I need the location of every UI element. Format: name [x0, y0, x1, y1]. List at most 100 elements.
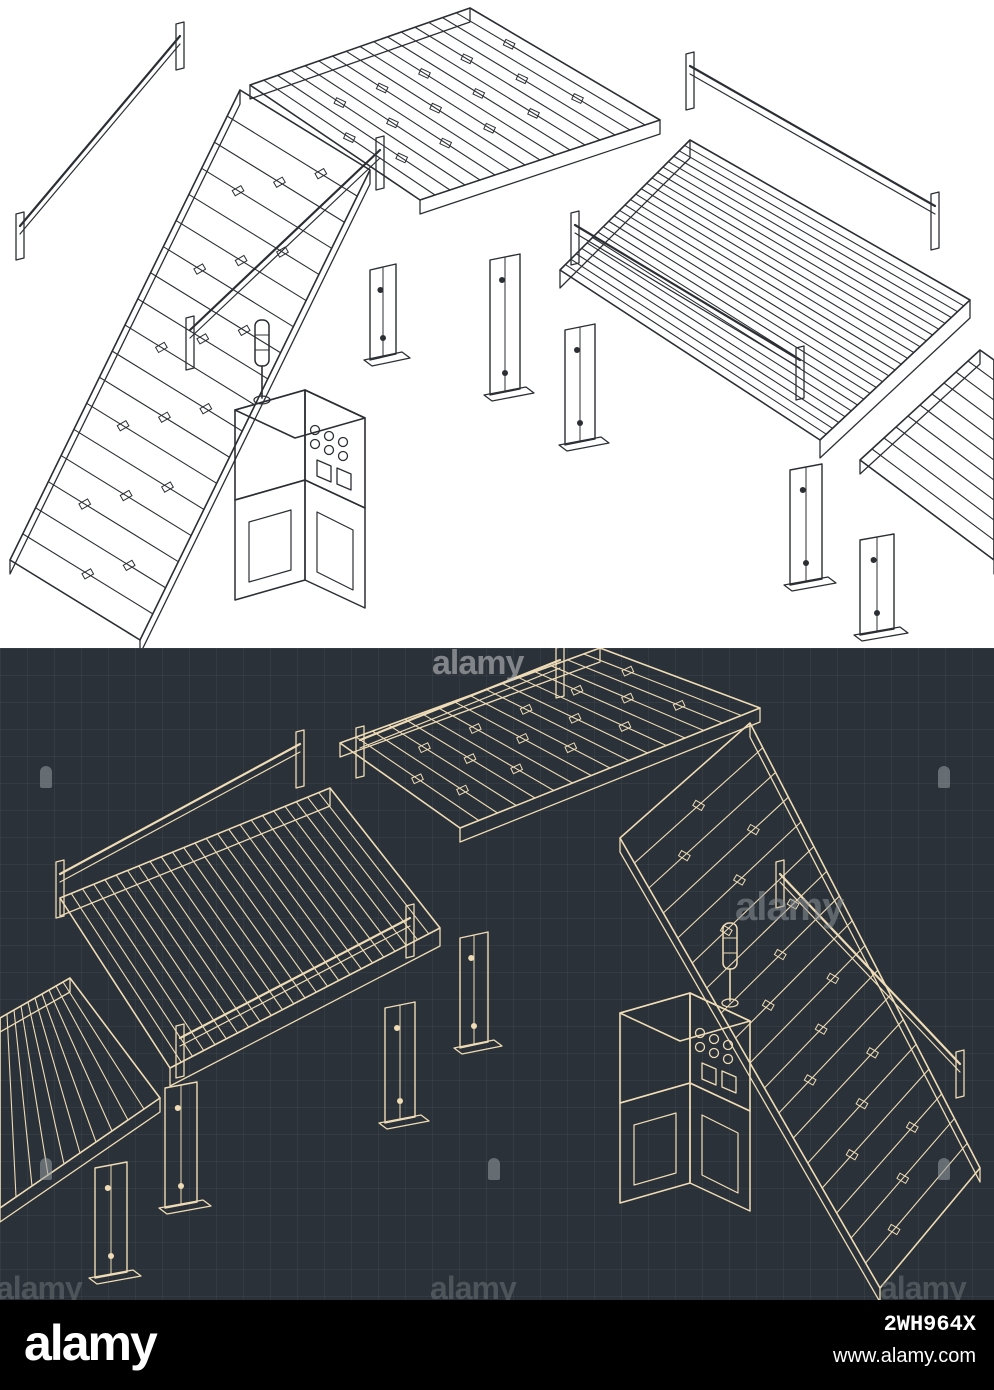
main-conveyor-slat [35, 507, 167, 589]
rear-conveyor-slat [404, 718, 536, 799]
main-conveyor-slat-tab [732, 874, 746, 886]
rear-conveyor-slat-tab [519, 703, 533, 715]
roller-conveyor [59, 787, 441, 1087]
guard-rail-post [185, 315, 195, 371]
main-conveyor-slat [162, 246, 294, 328]
main-conveyor-slat [763, 969, 879, 1089]
control-cabinet [619, 992, 751, 1212]
control-cabinet-base-opening [701, 1114, 739, 1194]
roller-conveyor-side-rail [169, 928, 441, 1087]
guard-rail [175, 903, 415, 1079]
control-cabinet-base-opening [316, 511, 354, 591]
guard-rail-post [175, 1023, 185, 1079]
side-conveyor-frame [0, 977, 161, 1209]
footer-url: www.alamy.com [833, 1345, 976, 1367]
roller-conveyor-slat [149, 860, 261, 1022]
guard-rail-post [175, 21, 185, 71]
support-leg-bolt [108, 1253, 114, 1259]
roller-conveyor-slat [273, 810, 385, 958]
support-leg [158, 1081, 212, 1215]
support-leg-bolt [803, 560, 809, 566]
main-conveyor-slat [850, 1118, 955, 1239]
main-conveyor-slat [735, 920, 853, 1039]
rear-conveyor-slat [359, 45, 541, 161]
rear-conveyor-slat [400, 31, 586, 146]
main-conveyor-slat-tab [786, 898, 800, 910]
support-leg-bolt [377, 287, 384, 293]
main-conveyor-slat-tab [845, 1148, 859, 1161]
guard-rail-post [405, 903, 415, 959]
rear-conveyor-slat-tab [564, 742, 578, 754]
side-conveyor-side-rail [0, 1098, 161, 1223]
rear-conveyor-slat-tab [375, 82, 389, 94]
side-conveyor-slat [20, 1005, 49, 1176]
support-leg [853, 533, 909, 642]
control-cabinet-base-front [619, 1082, 691, 1204]
support-leg-post [164, 1081, 198, 1209]
rear-conveyor-slat-tab [510, 763, 524, 775]
main-conveyor-slat [226, 115, 358, 197]
guard-rail-bar [178, 916, 412, 1040]
main-conveyor-slat [865, 1142, 968, 1264]
support-leg-bolt [394, 1025, 400, 1031]
support-leg-bolt [499, 277, 505, 283]
roller-conveyor-slat [624, 204, 896, 371]
side-conveyor [859, 349, 994, 575]
rear-conveyor-slat-tab [570, 684, 584, 696]
roller-conveyor-slat [667, 161, 946, 324]
side-conveyor-side-rail [0, 978, 71, 1033]
support-leg [378, 1001, 430, 1130]
guard-rail-bar [778, 872, 962, 1066]
main-conveyor-slat-tab [905, 1121, 919, 1133]
rear-conveyor-slat [455, 12, 646, 126]
main-conveyor-slat-tab [692, 799, 706, 812]
guard-rail-bar [779, 881, 961, 1073]
main-conveyor-slat [691, 846, 815, 964]
bottom-blueprint-panel [0, 648, 994, 1300]
support-leg [363, 263, 411, 367]
roller-conveyor-slat [640, 188, 915, 354]
roller-conveyor-slat [126, 869, 239, 1034]
main-conveyor-slat [662, 796, 789, 914]
roller-conveyor-slat [662, 166, 940, 330]
support-leg-foot-plate [783, 576, 837, 592]
roller-conveyor-slat [678, 150, 959, 313]
rear-conveyor-slat-tab [429, 102, 443, 114]
support-leg-bolt [178, 1183, 184, 1189]
guard-rail-bar [58, 742, 302, 876]
rear-conveyor-slat-tab [621, 692, 634, 704]
main-conveyor-slat-tab [887, 1223, 901, 1236]
main-conveyor-slat [792, 1019, 904, 1139]
main-conveyor [9, 89, 371, 648]
support-leg-post [489, 253, 521, 396]
support-leg-post [384, 1001, 416, 1124]
rear-conveyor-slat-tab [418, 67, 431, 79]
rear-conveyor-slat-tab [342, 132, 356, 144]
rear-conveyor [339, 648, 761, 843]
guard-rail-post [375, 135, 385, 191]
rear-conveyor-slat-tab [417, 742, 431, 754]
control-cabinet-button [323, 430, 335, 442]
guard-rail-bar [19, 43, 181, 235]
roller-conveyor-slat [239, 824, 351, 976]
roller-conveyor-slat [575, 253, 840, 424]
rear-conveyor-slat [304, 65, 481, 181]
rear-conveyor-slat [388, 724, 517, 807]
support-leg-foot-plate [483, 386, 535, 402]
roller-conveyor-slat [261, 814, 374, 964]
main-conveyor-slat [648, 771, 777, 889]
guard-rail-bar [18, 34, 182, 228]
main-conveyor-slat [213, 141, 345, 223]
roller-conveyor-slat [570, 258, 834, 429]
roller-conveyor-slat [70, 892, 182, 1063]
control-cabinet-base-opening [248, 509, 292, 583]
side-conveyor-slat [34, 997, 81, 1154]
main-conveyor-slat-tab [196, 333, 210, 345]
signal-tower-lamp [254, 319, 270, 367]
support-leg [483, 253, 535, 402]
signal-tower-base [253, 395, 271, 405]
roller-conveyor-slat [646, 182, 921, 348]
roller-conveyor-slat [586, 242, 852, 412]
rear-conveyor-slat-tab [516, 732, 529, 744]
support-leg-foot-plate [363, 351, 411, 367]
